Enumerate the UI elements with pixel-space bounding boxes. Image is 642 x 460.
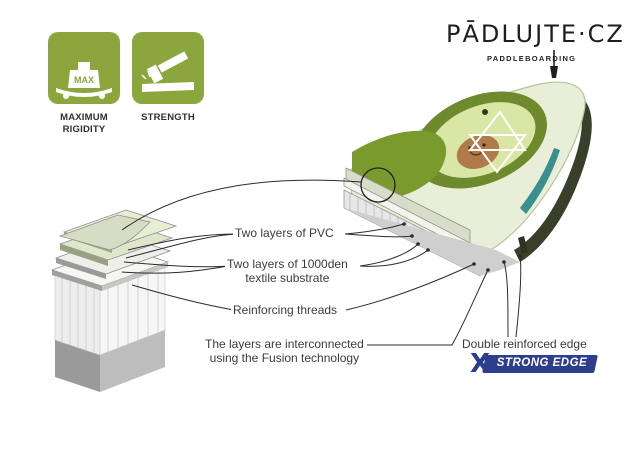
feature-label-strength: STRENGTH — [141, 112, 195, 123]
layer-stack-illustration — [50, 209, 178, 392]
feature-maximum-rigidity: MAX MAXIMUM RIGIDITY — [39, 32, 129, 136]
weight-on-board-icon: MAX — [48, 32, 120, 104]
callout-textile-substrate: Two layers of 1000den textile substrate — [225, 257, 350, 285]
padlujte-logo[interactable]: PĀDLUJTE·CZ PADDLEBOARDING — [446, 20, 626, 80]
logo-tagline: PADDLEBOARDING — [487, 54, 577, 63]
max-badge: MAX — [74, 75, 94, 85]
paddleboard-illustration — [343, 81, 592, 277]
feature-strength: STRENGTH — [123, 32, 213, 124]
callout-reinforcing-threads: Reinforcing threads — [231, 303, 340, 317]
paddle-icon — [550, 50, 558, 78]
avocado-deck-pad — [413, 91, 547, 189]
leader-lines — [121, 179, 522, 346]
feature-label-rigidity: MAXIMUM RIGIDITY — [60, 112, 108, 135]
callout-pvc-layers: Two layers of PVC — [233, 226, 336, 240]
hammer-on-board-icon — [132, 32, 204, 104]
logo-brand-text: PĀDLUJTE·CZ — [446, 20, 625, 48]
strong-edge-label: STRONG EDGE — [496, 357, 588, 369]
callout-fusion-technology: The layers are interconnected using the … — [203, 337, 366, 365]
strong-edge-x-mark: X — [470, 349, 491, 379]
strong-edge-badge: X STRONG EDGE — [470, 349, 600, 379]
callout-double-reinforced-edge: Double reinforced edge — [462, 337, 587, 351]
